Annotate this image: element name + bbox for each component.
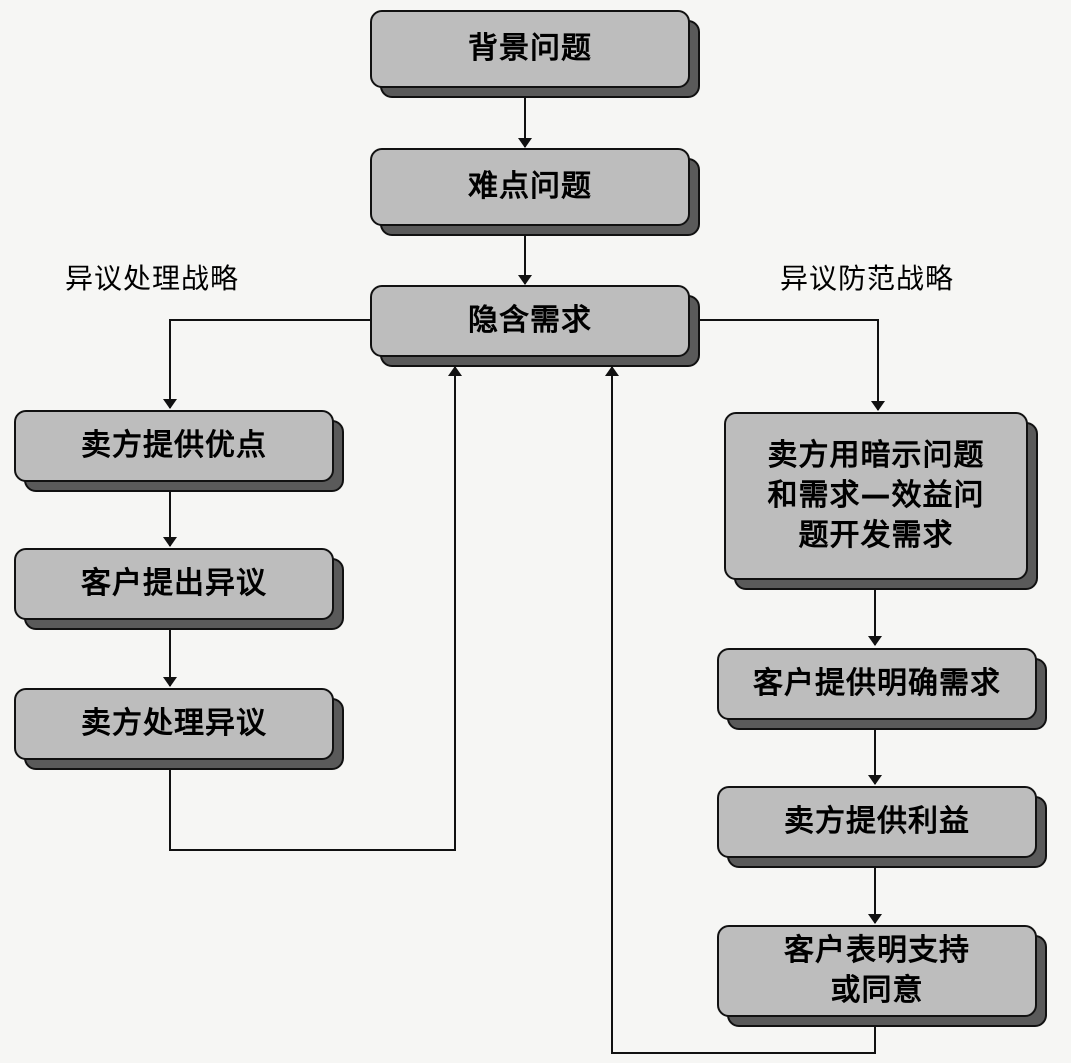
arrow-implied-need-to-prevention-branch [690,319,885,411]
arrow-handling-return-to-implied-need [169,366,462,851]
node-label: 隐含需求 [468,303,592,338]
node-difficulty-question: 难点问题 [370,148,700,236]
left-branch-title: 异议处理战略 [65,262,240,295]
node-face: 难点问题 [370,148,690,226]
node-face: 卖方处理异议 [14,688,334,760]
node-label-line-1: 客户表明支持 [784,933,970,968]
node-face: 背景问题 [370,10,690,88]
node-background-question: 背景问题 [370,10,700,98]
node-customer-explicit-need: 客户提供明确需求 [717,648,1047,730]
node-label-line-2: 或同意 [830,973,924,1008]
node-seller-handles-objection: 卖方处理异议 [14,688,344,770]
node-label: 背景问题 [468,31,592,66]
node-customer-objection: 客户提出异议 [14,548,344,630]
node-seller-benefits: 卖方提供利益 [717,786,1047,868]
node-label-line-3: 题开发需求 [798,518,954,553]
node-label: 卖方提供优点 [81,428,267,463]
node-implied-need: 隐含需求 [370,285,700,367]
node-label: 客户提出异议 [81,566,267,601]
node-face: 隐含需求 [370,285,690,357]
arrow-commitment-return-to-implied-need [605,366,876,1054]
node-customer-commitment: 客户表明支持 或同意 [717,925,1047,1027]
node-label: 卖方提供利益 [784,804,970,839]
node-face: 卖方提供优点 [14,410,334,482]
node-label: 难点问题 [468,169,592,204]
node-face: 客户表明支持 或同意 [717,925,1037,1017]
node-face: 客户提出异议 [14,548,334,620]
node-label-line-2: 和需求—效益问 [767,478,985,513]
node-face: 卖方用暗示问题 和需求—效益问 题开发需求 [724,412,1028,580]
node-label: 客户提供明确需求 [753,666,1001,701]
node-seller-advantages: 卖方提供优点 [14,410,344,492]
node-label-line-1: 卖方用暗示问题 [767,438,985,473]
arrow-implied-need-to-handling-branch [163,319,370,409]
node-seller-implication-questions: 卖方用暗示问题 和需求—效益问 题开发需求 [724,412,1038,590]
node-label: 卖方处理异议 [81,706,267,741]
node-face: 卖方提供利益 [717,786,1037,858]
right-branch-title: 异议防范战略 [780,262,955,295]
node-face: 客户提供明确需求 [717,648,1037,720]
